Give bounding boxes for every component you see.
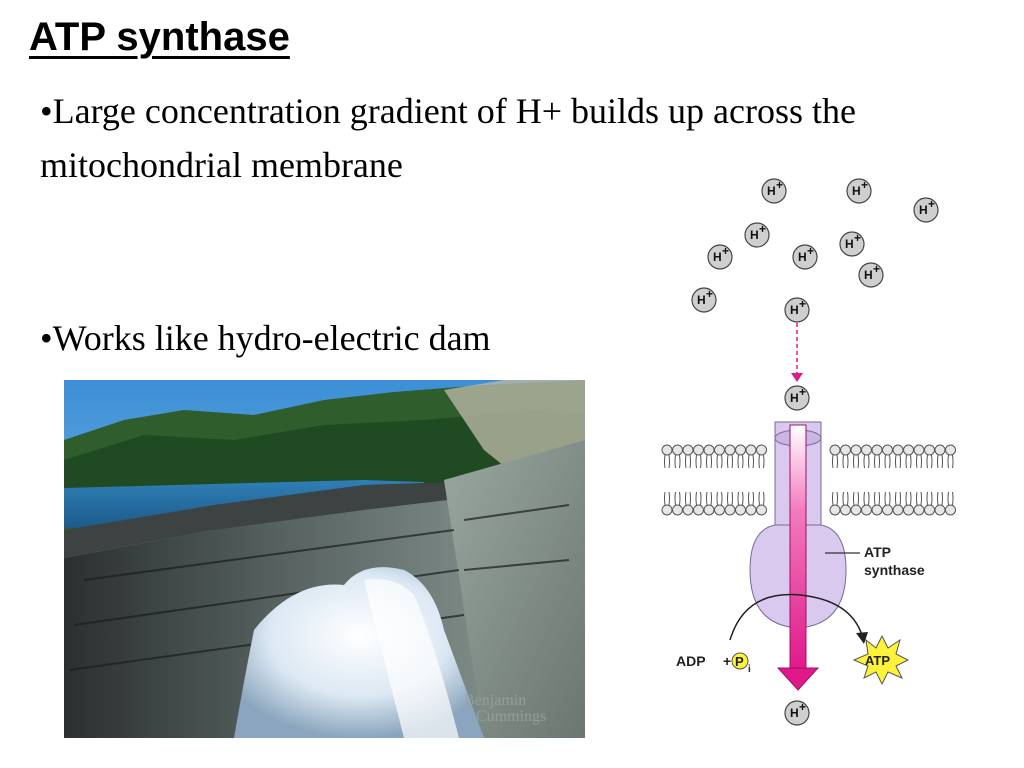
- svg-text:+: +: [807, 244, 814, 258]
- atp-burst-icon: [852, 634, 910, 686]
- exiting-proton: H+: [784, 700, 810, 726]
- entering-proton: H+: [784, 385, 810, 411]
- atp-synthase-diagram: H+ H+ H+ H+ H+ H+ H+ H+ H+ H+ H+ ATP syn…: [661, 178, 956, 726]
- photo-watermark-line1: Benjamin: [464, 692, 526, 709]
- enzyme-label-line2: synthase: [864, 562, 925, 578]
- svg-text:H: H: [697, 293, 706, 307]
- svg-text:H: H: [790, 391, 799, 405]
- svg-text:H: H: [919, 203, 928, 217]
- svg-text:+: +: [854, 231, 861, 245]
- svg-text:H: H: [852, 184, 861, 198]
- svg-text:+: +: [722, 244, 729, 258]
- atp-product-label: ATP: [865, 653, 890, 668]
- svg-text:H: H: [790, 303, 799, 317]
- svg-text:+: +: [799, 385, 806, 399]
- svg-text:+: +: [928, 197, 935, 211]
- svg-text:H: H: [713, 250, 722, 264]
- plus-sign: +: [723, 653, 731, 669]
- adp-label: ADP: [676, 653, 706, 669]
- svg-text:H: H: [845, 237, 854, 251]
- dam-photo: Benjamin Cummings: [64, 380, 585, 738]
- proton-cluster: H+ H+ H+ H+ H+ H+ H+ H+ H+ H+: [691, 178, 939, 323]
- mitochondrial-membrane: [661, 444, 956, 516]
- enzyme-label-line1: ATP: [864, 544, 891, 560]
- svg-text:H: H: [750, 228, 759, 242]
- svg-text:H: H: [798, 250, 807, 264]
- svg-text:+: +: [799, 297, 806, 311]
- svg-text:+: +: [776, 178, 783, 192]
- reaction-arrow: [729, 593, 863, 641]
- svg-text:+: +: [873, 262, 880, 276]
- photo-watermark-line2: Cummings: [476, 708, 546, 725]
- slide-title: ATP synthase: [29, 15, 290, 59]
- bullet-hydro-dam: •Works like hydro-electric dam: [40, 318, 491, 358]
- svg-text:H: H: [767, 184, 776, 198]
- proton-channel-arrow: [789, 424, 807, 671]
- svg-text:+: +: [799, 700, 806, 714]
- svg-text:+: +: [861, 178, 868, 192]
- phosphate-icon: [731, 652, 749, 670]
- svg-text:+: +: [759, 222, 766, 236]
- svg-text:H: H: [864, 268, 873, 282]
- svg-text:H: H: [790, 706, 799, 720]
- bullet-concentration-gradient: •Large concentration gradient of H+ buil…: [40, 91, 856, 185]
- svg-text:+: +: [706, 287, 713, 301]
- phosphate-label: P: [735, 654, 744, 669]
- phosphate-subscript: i: [748, 664, 751, 675]
